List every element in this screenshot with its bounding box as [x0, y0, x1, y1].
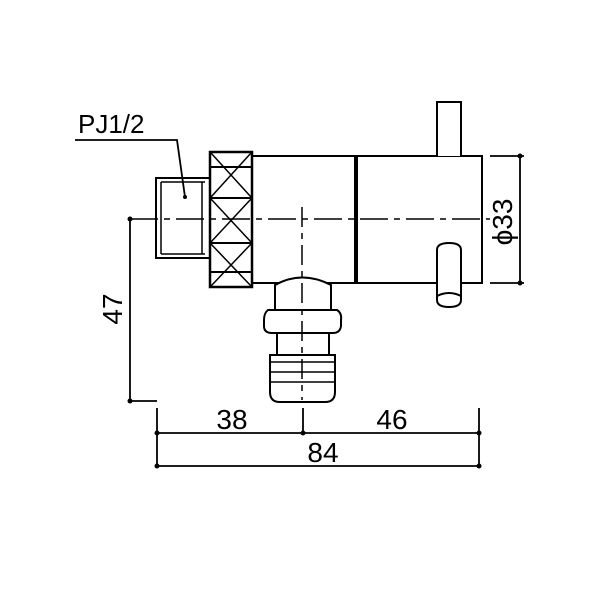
valve-body [251, 155, 483, 284]
thread-label: PJ1/2 [78, 109, 145, 139]
threaded-inlet [155, 177, 211, 259]
right-length-label: 46 [376, 404, 407, 435]
total-length-label: 84 [307, 437, 338, 468]
left-length-label: 38 [216, 404, 247, 435]
dimension-lines [75, 139, 524, 467]
dimension-dots [127, 153, 523, 469]
diameter-dimension-label: ϕ33 [487, 199, 518, 246]
handle-pins [436, 101, 462, 309]
centerlines [130, 207, 490, 400]
height-dimension-label: 47 [97, 293, 128, 324]
